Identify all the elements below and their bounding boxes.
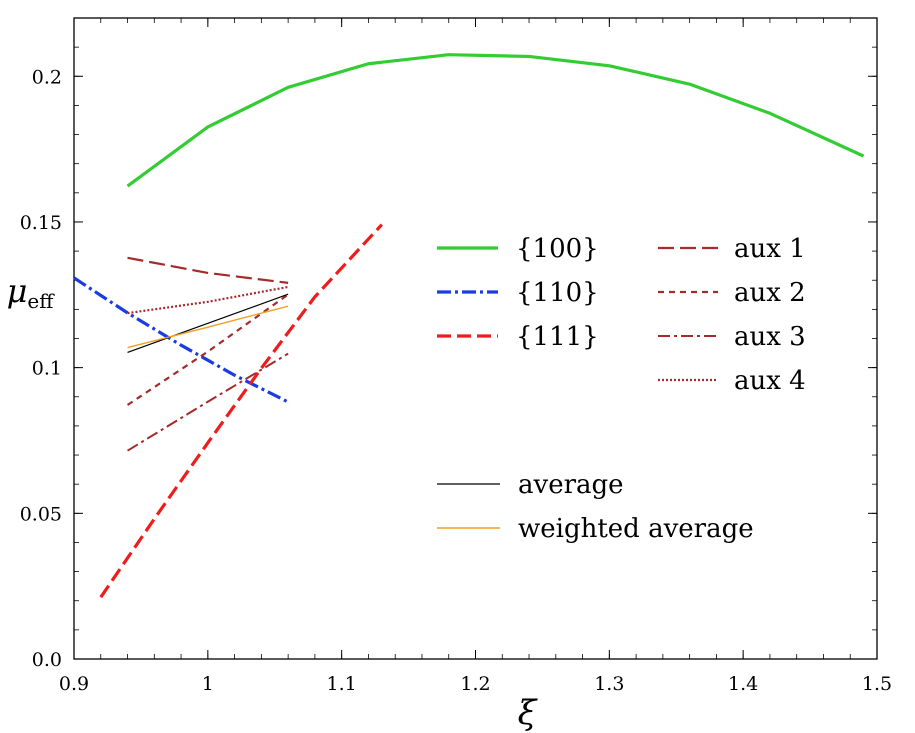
legend-label-aux-1: aux 1 [734, 234, 806, 264]
legend-label-110: {110} [516, 278, 599, 308]
legend-label-100: {100} [516, 234, 599, 264]
series-lines [73, 53, 865, 599]
y-tick-label: 0.2 [32, 66, 62, 88]
y-axis-subscript: eff [27, 289, 55, 313]
series-line-110 [73, 276, 289, 404]
x-tick-label: 0.9 [59, 673, 89, 695]
x-tick-label: 1.3 [594, 673, 624, 695]
legend: {100} {110} {111} aux 1 aux 2 aux 3 aux 4 avera… [437, 234, 806, 544]
series-line-aux-3 [127, 352, 289, 452]
legend-label-aux-3: aux 3 [734, 322, 806, 352]
x-tick-label: 1 [202, 673, 214, 695]
x-tick-label: 1.2 [460, 673, 490, 695]
legend-label-111: {111} [516, 322, 599, 352]
y-tick-label: 0.15 [20, 212, 62, 234]
series-line-aux-1 [127, 256, 289, 284]
series-line-weighted-average [127, 305, 289, 349]
y-axis-symbol: μ [7, 272, 28, 310]
y-tick-labels: 0.0 0.05 0.1 0.15 0.2 [20, 66, 62, 671]
x-tick-label: 1.1 [327, 673, 357, 695]
series-line-111 [99, 223, 383, 599]
legend-label-weighted-average: weighted average [518, 514, 754, 544]
x-axis-label: ξ [518, 693, 539, 733]
x-tick-labels: 0.9 1 1.1 1.2 1.3 1.4 1.5 [59, 673, 892, 695]
y-tick-label: 0.1 [32, 358, 62, 380]
legend-label-average: average [518, 470, 624, 500]
legend-label-aux-4: aux 4 [734, 366, 806, 396]
y-axis-label: μeff [7, 272, 56, 313]
series-line-100 [126, 53, 865, 188]
series-line-average [127, 293, 289, 354]
legend-label-aux-2: aux 2 [734, 278, 806, 308]
x-tick-label: 1.5 [862, 673, 892, 695]
x-tick-label: 1.4 [728, 673, 758, 695]
y-tick-label: 0.05 [20, 503, 62, 525]
y-tick-label: 0.0 [32, 649, 62, 671]
axis-ticks [73, 17, 878, 660]
series-line-aux-4 [127, 285, 289, 315]
